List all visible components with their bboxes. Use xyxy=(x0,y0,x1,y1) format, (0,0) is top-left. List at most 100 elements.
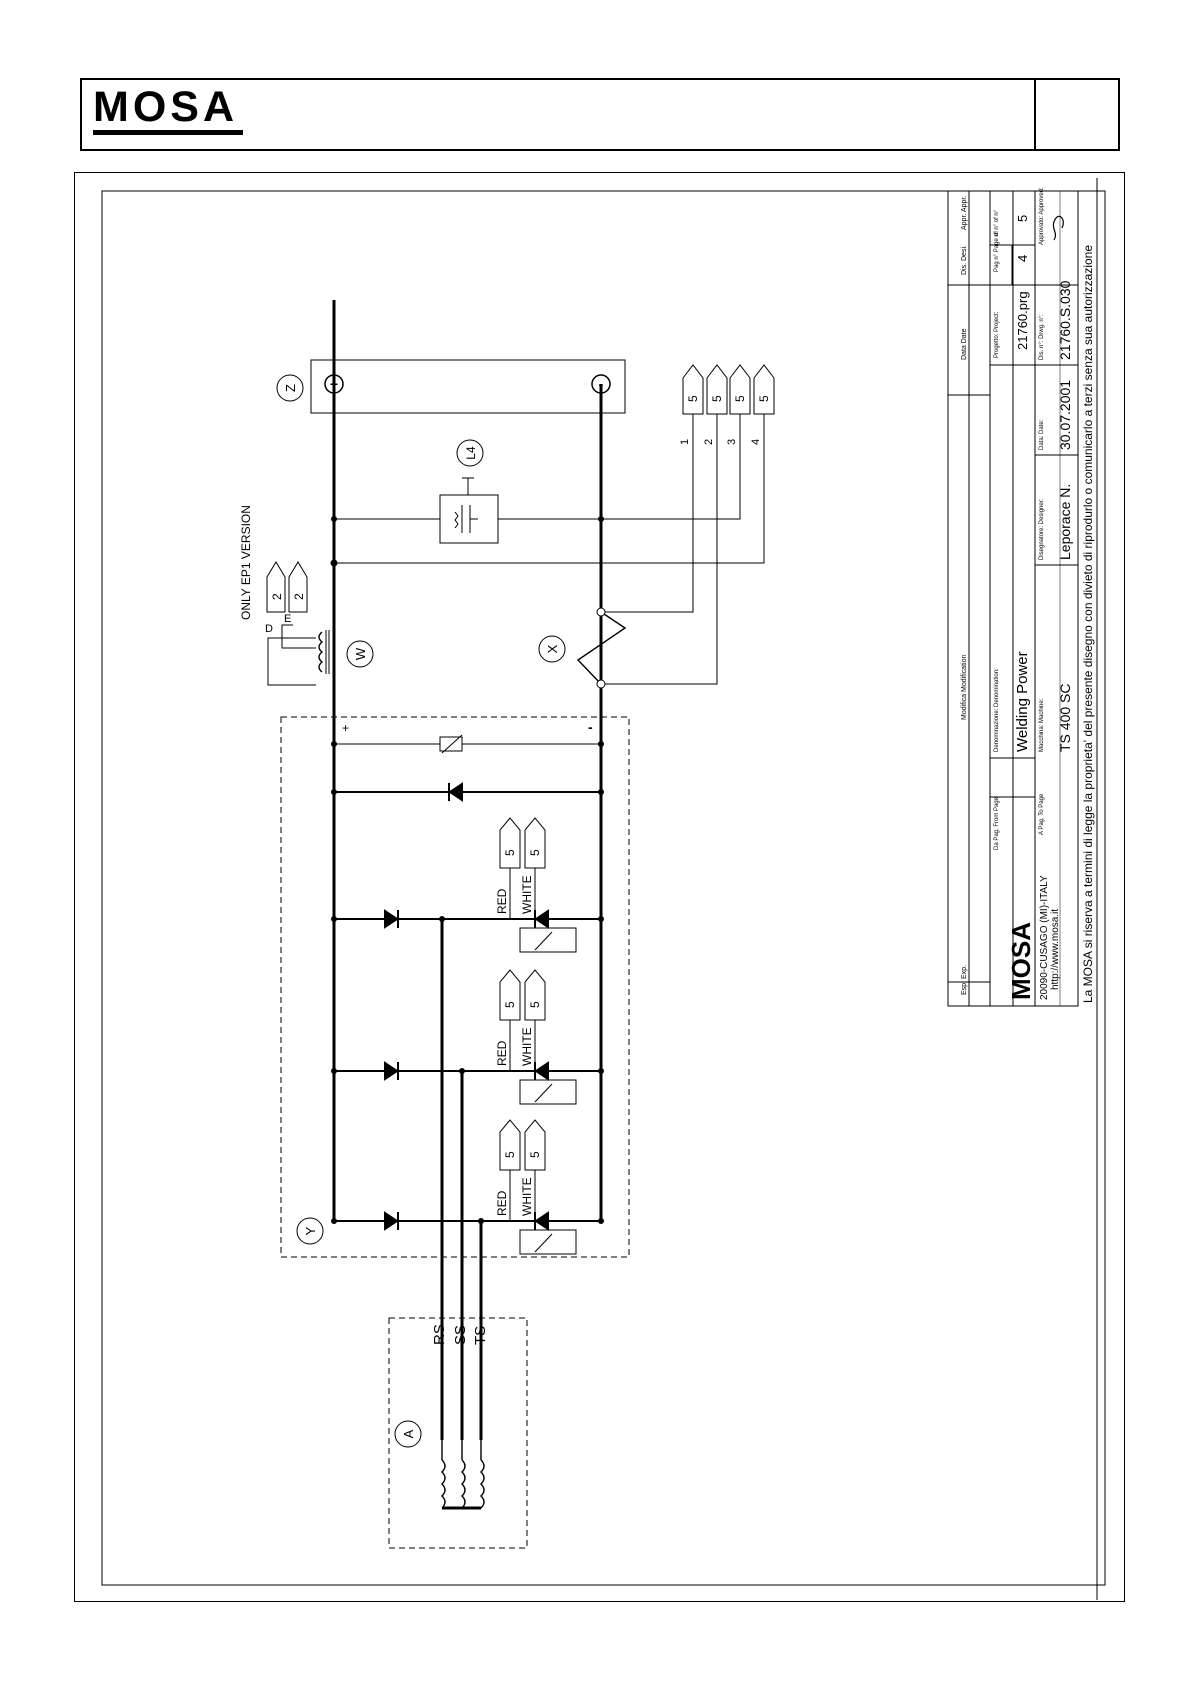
tb-macchina: Macchina: Machine: xyxy=(1039,698,1045,752)
tag-5-a: 5 xyxy=(503,849,517,856)
tb-exp: Esp. Exp. xyxy=(961,965,968,995)
title-block: Esp. Exp. Modifica Modification Data Dat… xyxy=(947,187,1095,1007)
tb-dis-n: Dis. n°: Drwg. n°: xyxy=(1039,314,1045,360)
wire-2: 2 xyxy=(703,439,715,445)
label-z: Z xyxy=(283,384,298,392)
positive-symbol: + xyxy=(330,376,338,392)
junction-dots xyxy=(331,741,604,1224)
label-circle-l4 xyxy=(456,439,484,467)
tb-mosa-logo: MOSA xyxy=(1006,922,1036,1000)
tb-da-pag: Da Pag. From Page xyxy=(994,796,1000,850)
stator-windings xyxy=(441,1440,485,1510)
header-divider xyxy=(1034,80,1036,149)
bridge-minus: - xyxy=(588,719,593,735)
tb-date: 30.07.2001 xyxy=(1057,380,1073,450)
thyristor-aux xyxy=(499,817,577,1255)
label-red-3: RED xyxy=(495,1190,509,1216)
logo-underline xyxy=(93,130,243,135)
tag-5-w2: 5 xyxy=(710,395,724,402)
tb-prg: 21760.prg xyxy=(1015,291,1030,350)
mosa-logo: MOSA xyxy=(93,83,243,135)
only-ep1: ONLY EP1 VERSION xyxy=(239,505,253,620)
label-white-3: WHITE xyxy=(520,1177,534,1216)
label-e: E xyxy=(284,613,291,625)
phase-wires xyxy=(440,919,483,1440)
tag-2-d: 2 xyxy=(270,593,284,600)
tb-data2: Data: Date: xyxy=(1039,419,1045,450)
filter-l4: L4 xyxy=(331,439,604,544)
tb-appr: Appr. Appr. xyxy=(961,196,968,230)
filter-box xyxy=(439,494,499,544)
label-y: Y xyxy=(303,1226,318,1235)
negative-symbol: - xyxy=(599,376,604,392)
bridge-box xyxy=(280,716,630,1258)
generator-a: A RS SS TS xyxy=(388,1317,528,1549)
tag-5-d: 5 xyxy=(528,1001,542,1008)
tag-e xyxy=(288,561,308,613)
tag-5-f: 5 xyxy=(528,1151,542,1158)
tag-2-e: 2 xyxy=(292,593,306,600)
bridge-plus: + xyxy=(342,721,349,735)
tag-5-e: 5 xyxy=(503,1151,517,1158)
label-a: A xyxy=(401,1429,416,1438)
tag-5-b: 5 xyxy=(528,849,542,856)
shunt-x: X xyxy=(538,607,627,689)
tag-5-w1: 5 xyxy=(686,395,700,402)
tb-denominazione: Denominazione: Denomination: xyxy=(994,668,1000,752)
label-white-1: WHITE xyxy=(520,875,534,914)
tb-a-pag: A Pag. To Page xyxy=(1039,793,1045,835)
drawing-sheet xyxy=(74,172,1125,1602)
label-circle-x xyxy=(538,635,566,663)
tb-data: Data Date xyxy=(961,328,968,360)
tag-5-w4: 5 xyxy=(757,395,771,402)
positive-terminal xyxy=(324,374,344,394)
terminal-box xyxy=(310,359,626,414)
negative-terminal xyxy=(591,374,611,394)
tag-5-w3: 5 xyxy=(733,395,747,402)
generator-box xyxy=(388,1317,528,1549)
tb-of: 5 xyxy=(1015,215,1030,222)
transformer-w: W D E 2 2 ONLY EP1 VERSION xyxy=(239,505,374,686)
tb-approvato: Approvato: Approved: xyxy=(1039,187,1045,245)
tb-address: 20090-CUSAGO (MI)-ITALY xyxy=(1039,875,1050,1000)
tb-page: 4 xyxy=(1015,255,1030,262)
logo-text: MOSA xyxy=(93,83,238,131)
label-red-2: RED xyxy=(495,1040,509,1066)
label-x: X xyxy=(545,644,560,653)
diode-rows xyxy=(334,734,601,1231)
label-white-2: WHITE xyxy=(520,1027,534,1066)
tag-5-c: 5 xyxy=(503,1001,517,1008)
tb-notice: La MOSA si riserva a termini di legge la… xyxy=(1081,245,1095,1003)
label-circle-y xyxy=(296,1217,324,1245)
label-d: D xyxy=(265,623,273,635)
tb-machine: TS 400 SC xyxy=(1057,684,1073,752)
label-circle-w xyxy=(346,640,374,668)
signal-wires xyxy=(330,364,775,685)
tb-disegnatore: Disegnatore: Designer: xyxy=(1039,498,1045,560)
page-header: MOSA xyxy=(80,78,1120,151)
wire-3: 3 xyxy=(726,439,738,445)
phase-rs: RS xyxy=(431,1324,448,1345)
approval-signature xyxy=(1052,215,1064,241)
tb-progetto: Progetto: Project: xyxy=(994,311,1000,358)
wire-1: 1 xyxy=(679,439,691,445)
tb-di-label: di n° of n° xyxy=(994,209,1000,236)
label-l4: L4 xyxy=(464,446,478,460)
tb-modifica: Modifica Modification xyxy=(961,655,968,720)
tb-url: http://www.mosa.it xyxy=(1050,909,1061,990)
tb-dwg: 21760.S.030 xyxy=(1057,280,1073,360)
output-terminals-z: Z + - xyxy=(276,359,626,414)
inner-frame xyxy=(101,190,1106,1586)
label-circle-a xyxy=(394,1420,422,1448)
label-red-1: RED xyxy=(495,888,509,914)
wire-4: 4 xyxy=(750,439,762,445)
signal-wire-labels: 1 2 3 4 5 5 5 5 xyxy=(679,395,771,445)
tb-dis: Dis. Desi. xyxy=(961,245,968,275)
tb-designer: Leporace N. xyxy=(1057,484,1073,560)
label-circle-z xyxy=(276,374,304,402)
tb-name: Welding Power xyxy=(1014,651,1031,752)
rectifier-bridge-y: Y xyxy=(280,300,630,1258)
tb-pag-label: Pag n° Page n° xyxy=(994,230,1000,272)
label-w: W xyxy=(353,647,368,660)
